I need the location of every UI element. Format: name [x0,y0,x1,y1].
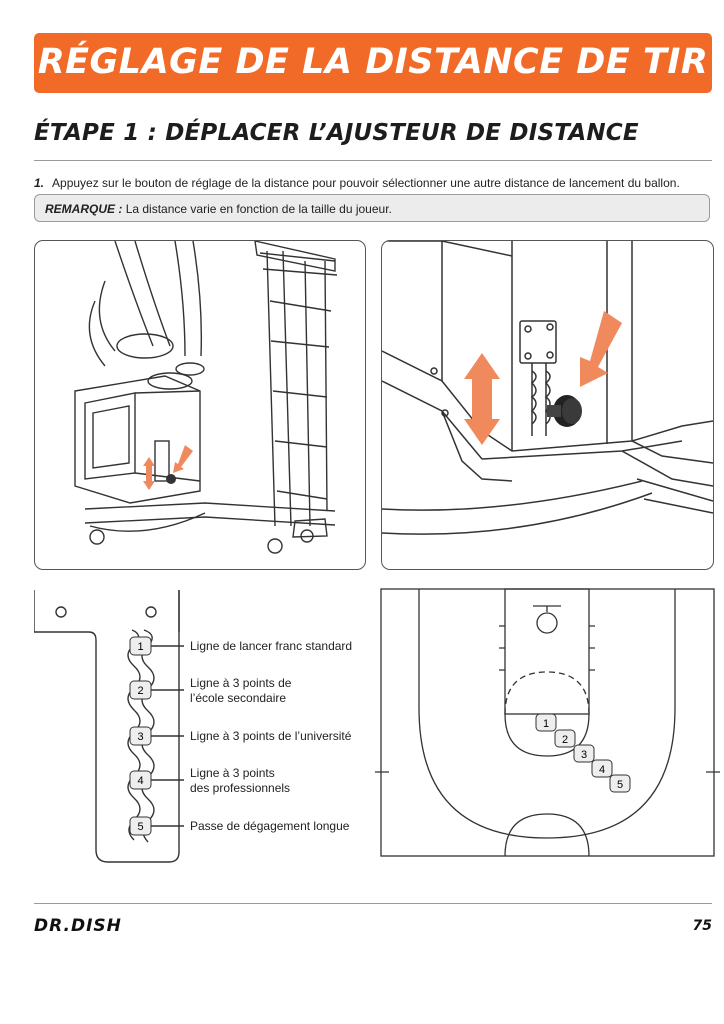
slot-number-2: 2 [137,685,143,697]
arrow-icons [143,445,193,490]
court-diagram: 1 2 3 4 5 [375,588,720,857]
adjuster-slot-diagram: 1 2 3 4 5 [34,590,184,863]
divider-footer [34,903,712,904]
legend-label: Ligne de lancer franc standard [190,639,353,653]
legend-label: l’école secondaire [190,691,287,705]
slot-number-3: 3 [137,731,143,743]
machine-drawing [74,241,338,554]
divider-top [34,160,712,161]
arrow-icons [464,311,622,445]
instruction-number: 1. [34,176,45,190]
page-number: 75 [692,918,712,934]
legend-label: des professionnels [190,781,291,795]
slot-badges: 1 2 3 4 5 [129,636,152,836]
slot-number-5: 5 [137,821,143,833]
legend-label: Ligne à 3 points [190,766,275,780]
legend-label: Ligne à 3 points de [190,676,292,690]
note-label: REMARQUE : [45,202,123,216]
legend-item-5: Passe de dégagement longue [190,819,349,834]
instruction: 1. Appuyez sur le bouton de réglage de la… [34,176,680,190]
court-marker-5: 5 [617,779,623,791]
closeup-drawing [382,241,713,535]
adjuster-closeup-illustration [381,240,714,570]
court-markers: 1 2 3 4 5 [535,713,631,793]
machine-overview-illustration [34,240,366,570]
title-banner: RÉGLAGE DE LA DISTANCE DE TIR [34,33,712,93]
instruction-text: Appuyez sur le bouton de réglage de la d… [52,176,680,190]
court-marker-1: 1 [543,718,549,730]
court-marker-2: 2 [562,734,568,746]
legend-label: Passe de dégagement longue [190,819,350,833]
legend-item-4: Ligne à 3 points des professionnels [190,766,290,796]
adjust-button-icon [166,474,176,484]
slot-number-1: 1 [137,641,143,653]
note-text: La distance varie en fonction de la tail… [125,202,392,216]
legend-label: Ligne à 3 points de l’université [190,729,352,743]
legend-item-1: Ligne de lancer franc standard [190,639,352,654]
court-marker-3: 3 [581,749,587,761]
adjust-knob-icon [547,395,582,427]
page-title: RÉGLAGE DE LA DISTANCE DE TIR [37,42,709,82]
step-title: ÉTAPE 1 : DÉPLACER L’AJUSTEUR DE DISTANC… [34,120,639,146]
legend-item-2: Ligne à 3 points de l’école secondaire [190,676,291,706]
note-box: REMARQUE : La distance varie en fonction… [34,194,710,222]
slot-number-4: 4 [137,775,143,787]
legend-item-3: Ligne à 3 points de l’université [190,729,351,744]
brand-logo: DR.DISH [34,916,122,936]
court-marker-4: 4 [599,764,605,776]
